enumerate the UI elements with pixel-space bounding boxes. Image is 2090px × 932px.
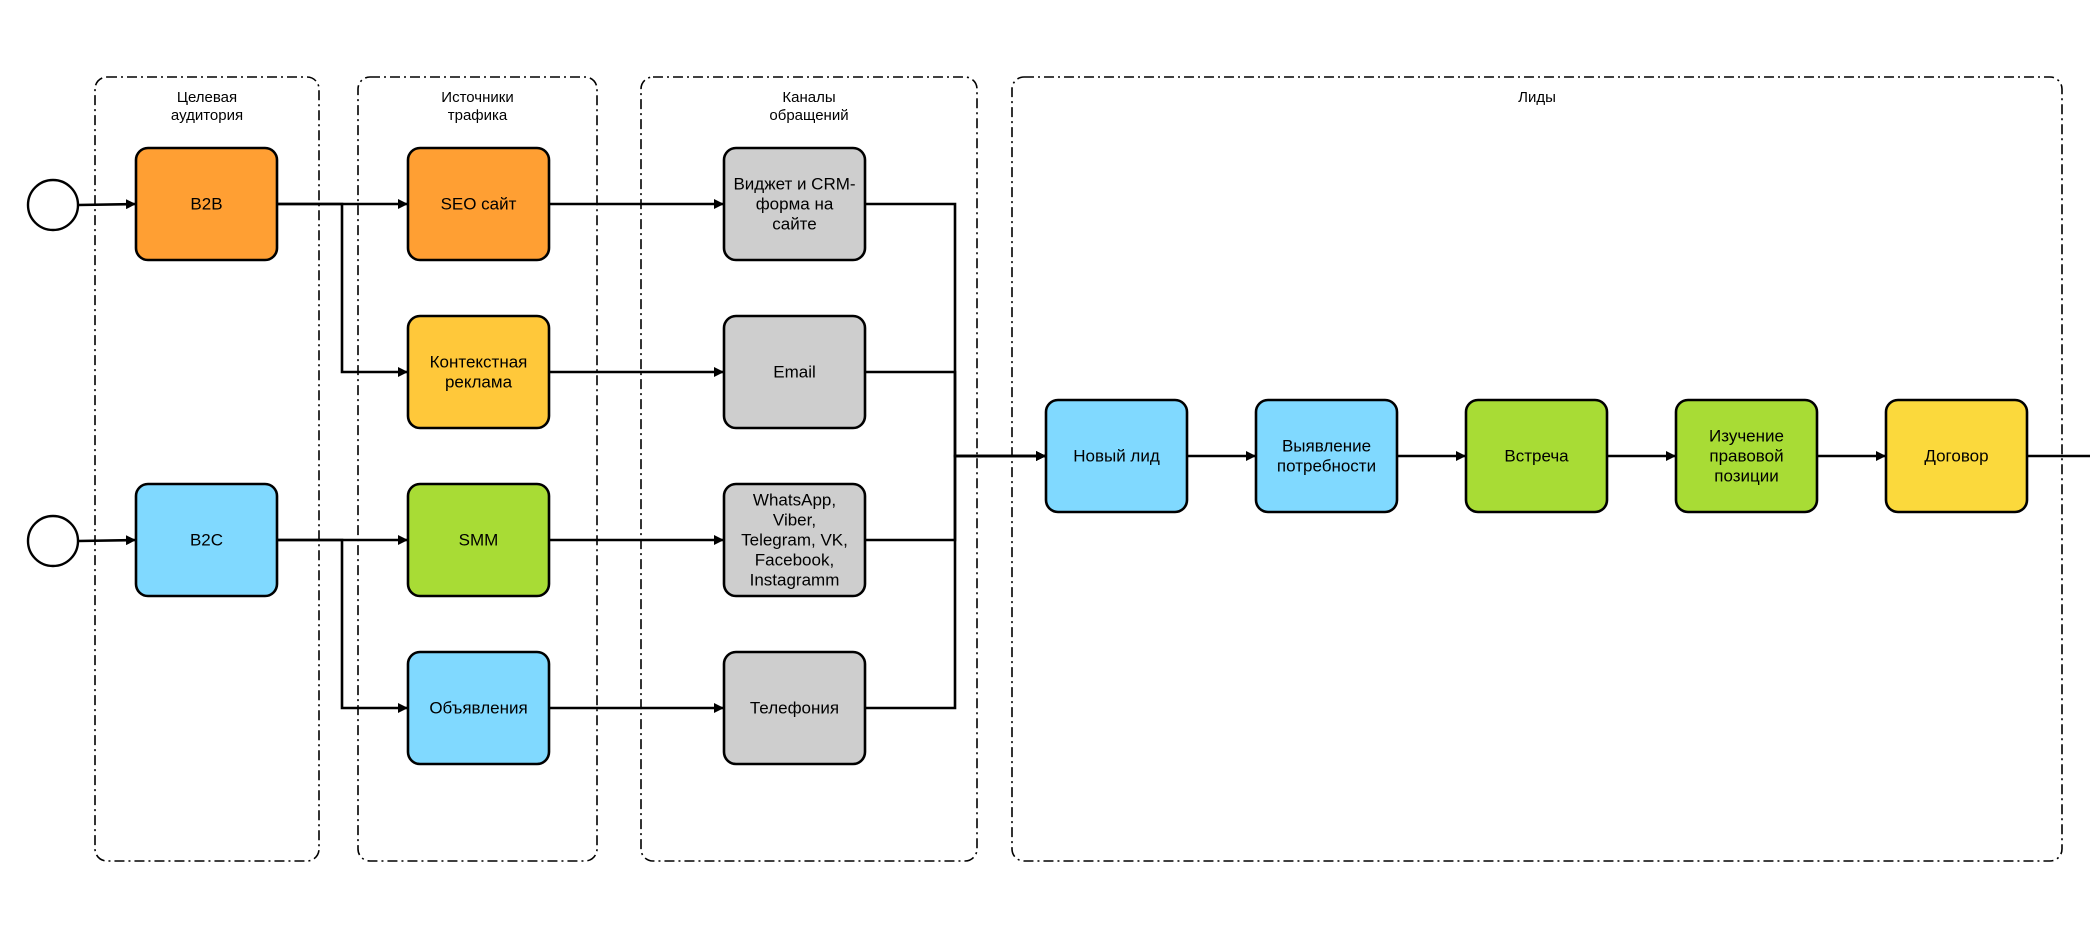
edge-telephony-to-new-lead	[865, 451, 1046, 710]
node-new-lead: Новый лид	[1044, 398, 1189, 514]
node-box	[1674, 398, 1819, 514]
node-label-line: B2C	[190, 531, 223, 550]
node-label-line: Договор	[1924, 447, 1988, 466]
node-label-line: Контекстная	[430, 353, 528, 372]
group-frame	[94, 76, 320, 862]
node-box	[406, 146, 551, 262]
group-title-line: Каналы	[782, 89, 835, 106]
node-label-line: Встреча	[1504, 447, 1569, 466]
node-box	[1044, 398, 1189, 514]
group-title-line: Целевая	[177, 89, 237, 106]
node-label-line: Viber,	[773, 511, 816, 530]
node-box	[722, 146, 867, 262]
node-label-line: SEO сайт	[441, 195, 517, 214]
group-frame	[640, 76, 978, 862]
connectors	[77, 199, 2090, 713]
group-title-line: Лиды	[1518, 89, 1556, 106]
group-title-line: обращений	[769, 107, 848, 124]
node-telephony: Телефония	[722, 650, 867, 766]
node-contract: Договор	[1884, 398, 2029, 514]
start-b2b-event	[26, 178, 80, 232]
edge-b2c-to-ads	[277, 538, 408, 713]
node-email: Email	[722, 314, 867, 430]
node-box	[722, 314, 867, 430]
node-label-line: Email	[773, 363, 816, 382]
edge-email-to-new-lead	[865, 370, 1046, 461]
node-box	[406, 650, 551, 766]
node-box	[406, 482, 551, 598]
node-label-line: сайте	[772, 215, 817, 234]
node-b2b: B2B	[134, 146, 279, 262]
node-label-line: SMM	[459, 531, 499, 550]
node-box	[1254, 398, 1399, 514]
node-label-line: реклама	[445, 373, 513, 392]
node-box	[1464, 398, 1609, 514]
swimlane-groups: ЦелеваяаудиторияИсточникитрафикаКаналыоб…	[94, 76, 2063, 862]
node-box	[134, 482, 279, 598]
node-box	[1884, 398, 2029, 514]
node-label-line: WhatsApp,	[753, 491, 836, 510]
node-ads: Объявления	[406, 650, 551, 766]
node-label-line: Telegram, VK,	[741, 531, 848, 550]
node-seo: SEO сайт	[406, 146, 551, 262]
node-label-line: Телефония	[750, 699, 839, 718]
group-frame	[1011, 76, 2063, 862]
group-title-line: трафика	[448, 107, 508, 124]
node-b2c: B2C	[134, 482, 279, 598]
node-box	[722, 650, 867, 766]
node-label-line: потребности	[1277, 457, 1376, 476]
edge-b2b-to-context-ads	[277, 202, 408, 377]
node-messengers: WhatsApp,Viber,Telegram, VK,Facebook,Ins…	[722, 482, 867, 598]
node-box	[134, 146, 279, 262]
group-frame	[357, 76, 598, 862]
edge-start-b2b-to-b2b	[77, 199, 137, 210]
edge-start-b2c-to-b2c	[77, 535, 137, 546]
node-label-line: Выявление	[1282, 437, 1371, 456]
group-leads: Лиды	[1011, 76, 2063, 862]
node-label-line: Instagramm	[750, 571, 840, 590]
node-label-line: B2B	[190, 195, 222, 214]
node-smm: SMM	[406, 482, 551, 598]
start-b2c-event	[26, 514, 80, 568]
group-title-line: Источники	[441, 89, 513, 106]
node-label-line: Facebook,	[755, 551, 834, 570]
node-label-line: Объявления	[429, 699, 527, 718]
node-label-line: правовой	[1709, 447, 1783, 466]
node-meeting: Встреча	[1464, 398, 1609, 514]
group-title-line: аудитория	[171, 107, 243, 124]
node-label-line: Новый лид	[1073, 447, 1160, 466]
node-box	[722, 482, 867, 598]
node-label-line: форма на	[756, 195, 834, 214]
node-label-line: Изучение	[1709, 427, 1784, 446]
node-box	[406, 314, 551, 430]
node-label-line: Виджет и CRM-	[733, 175, 855, 194]
node-label-line: позиции	[1714, 467, 1779, 486]
